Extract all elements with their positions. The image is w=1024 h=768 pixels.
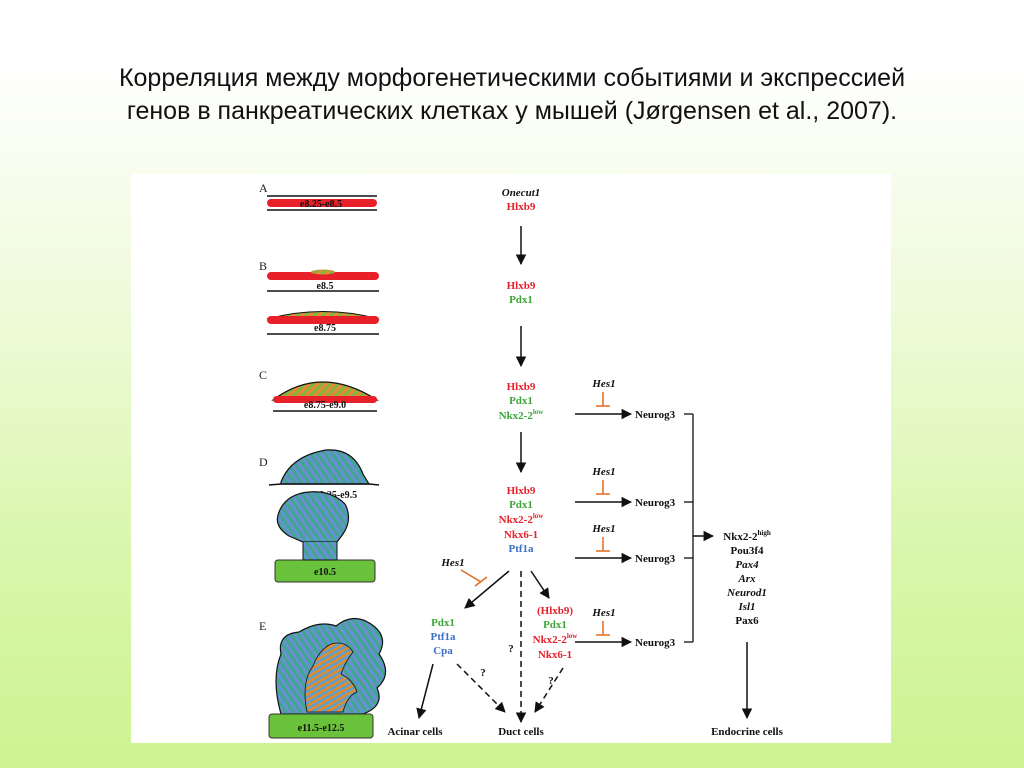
flow-step-1: Onecut1 Hlxb9: [502, 187, 541, 213]
panel-d-stage-1: e9.25-e9.5: [315, 490, 357, 501]
panel-e-stage: e11.5-e12.5: [298, 723, 345, 734]
gene-hlxb9: Hlxb9: [507, 201, 536, 213]
panel-b-endoderm-1: [267, 269, 379, 292]
hes1-repression-2: [596, 480, 610, 495]
pancreas-development-diagram: A e8.25-e8.5 B e8.5 e8.75 C e8.75-e9.0 D…: [259, 181, 784, 739]
panel-a-letter: A: [259, 181, 268, 195]
outcome-acinar-cells: Acinar cells: [387, 726, 443, 738]
flow-step-2: Hlxb9 Pdx1: [507, 280, 536, 306]
panel-c-bud: [271, 381, 380, 412]
gene-pdx1: Pdx1: [509, 395, 533, 407]
arrow-to-acinar-branch: [464, 570, 510, 609]
panel-b-stage-1: e8.5: [317, 281, 334, 292]
question-mark-right: ?: [548, 675, 554, 687]
outcome-duct-cells: Duct cells: [498, 726, 544, 738]
question-mark-center: ?: [508, 643, 514, 655]
panel-d-bud-1: [268, 449, 380, 486]
gene-nkx2-2-low: Nkx2-2low: [499, 512, 545, 526]
hes1-label-2: Hes1: [591, 466, 615, 478]
panel-c-letter: C: [259, 368, 267, 382]
gene-pou3f4: Pou3f4: [731, 545, 765, 557]
gene-arx: Arx: [737, 573, 756, 585]
arrow-to-acinar-cells: [416, 663, 434, 720]
neurog3-bracket: [684, 413, 694, 643]
panel-e-letter: E: [259, 619, 266, 633]
gene-hlxb9-parenthesized: (Hlxb9): [537, 605, 573, 617]
panel-b-letter: B: [259, 259, 267, 273]
gene-nkx2-2-low: Nkx2-2low: [499, 408, 545, 422]
gene-neurog3: Neurog3: [635, 637, 676, 649]
gene-nkx6-1: Nkx6-1: [538, 649, 572, 661]
hes1-label-4: Hes1: [591, 607, 615, 619]
panel-d-stage-2: e10.5: [314, 567, 336, 578]
slide-title: Корреляция между морфогенетическими собы…: [40, 62, 984, 128]
gene-nkx6-1: Nkx6-1: [504, 529, 538, 541]
hes1-label-3: Hes1: [591, 523, 615, 535]
gene-ptf1a: Ptf1a: [508, 543, 534, 555]
gene-neurod1: Neurod1: [726, 587, 767, 599]
flow-acinar-branch: Pdx1 Ptf1a Cpa: [430, 617, 456, 657]
hes1-repression-1: [596, 392, 610, 407]
gene-nkx2-2-low: Nkx2-2low: [533, 632, 579, 646]
panel-d-letter: D: [259, 455, 268, 469]
flow-duct-branch: (Hlxb9) Pdx1 Nkx2-2low Nkx6-1: [533, 605, 579, 661]
gene-expression-figure: A e8.25-e8.5 B e8.5 e8.75 C e8.75-e9.0 D…: [131, 174, 891, 743]
endocrine-gene-list: Nkx2-2high Pou3f4 Pax4 Arx Neurod1 Isl1 …: [723, 529, 771, 627]
gene-isl1: Isl1: [737, 601, 755, 613]
gene-neurog3: Neurog3: [635, 553, 676, 565]
gene-hlxb9: Hlxb9: [507, 485, 536, 497]
hes1-label-acinar: Hes1: [440, 557, 464, 569]
gene-pdx1: Pdx1: [543, 619, 567, 631]
gene-cpa: Cpa: [433, 645, 453, 657]
hes1-repression-4: [596, 621, 610, 636]
gene-hlxb9: Hlxb9: [507, 381, 536, 393]
gene-pax6: Pax6: [735, 615, 759, 627]
gene-hlxb9: Hlxb9: [507, 280, 536, 292]
gene-neurog3: Neurog3: [635, 409, 676, 421]
question-mark-left: ?: [480, 667, 486, 679]
gene-pdx1: Pdx1: [431, 617, 455, 629]
panel-d-bud-2: [274, 491, 376, 583]
flow-step-3: Hlxb9 Pdx1 Nkx2-2low: [499, 381, 545, 422]
panel-a-stage: e8.25-e8.5: [300, 199, 342, 210]
arrow-acinar-to-duct-dashed: [456, 663, 506, 713]
hes1-label-1: Hes1: [591, 378, 615, 390]
gene-neurog3: Neurog3: [635, 497, 676, 509]
slide-title-line2: генов в панкреатических клетках у мышей …: [126, 97, 898, 125]
panel-a-endoderm: [267, 195, 377, 211]
arrow-duct-branch-to-duct-dashed: [534, 667, 564, 713]
panel-e-branched-pancreas: [268, 617, 387, 739]
gene-pax4: Pax4: [735, 559, 759, 571]
flow-step-4: Hlxb9 Pdx1 Nkx2-2low Nkx6-1 Ptf1a: [499, 485, 545, 555]
gene-onecut1: Onecut1: [502, 187, 541, 199]
panel-b-stage-2: e8.75: [314, 323, 336, 334]
gene-ptf1a: Ptf1a: [430, 631, 456, 643]
hes1-repression-3: [596, 537, 610, 552]
outcome-endocrine-cells: Endocrine cells: [711, 726, 784, 738]
gene-pdx1: Pdx1: [509, 499, 533, 511]
panel-c-stage: e8.75-e9.0: [304, 400, 346, 411]
arrow-to-duct-branch: [530, 570, 550, 599]
slide-title-line1: Корреляция между морфогенетическими собы…: [118, 64, 906, 92]
gene-nkx2-2-high: Nkx2-2high: [723, 529, 771, 543]
hes1-repression-acinar: [460, 569, 488, 587]
gene-pdx1: Pdx1: [509, 294, 533, 306]
panel-b-endoderm-2: [266, 311, 380, 335]
